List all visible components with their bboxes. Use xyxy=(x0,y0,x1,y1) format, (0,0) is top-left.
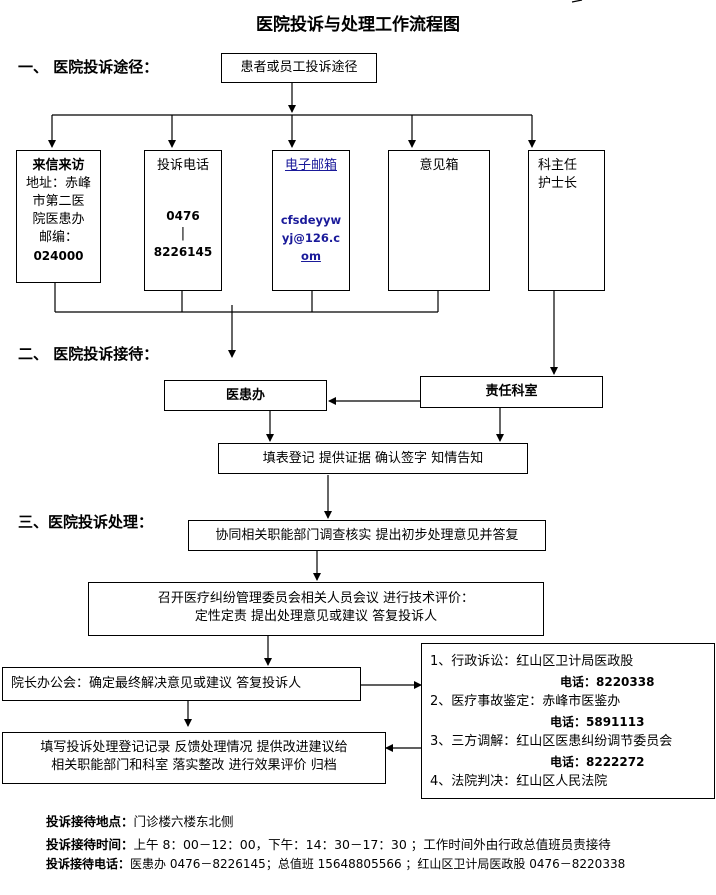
committee-meeting-line2: 定性定责 提出处理意见或建议 答复投诉人 xyxy=(194,609,438,624)
channel-head-line: 护士长 xyxy=(538,176,578,191)
section-heading-processing: 三、医院投诉处理： xyxy=(18,513,154,531)
investigate-box: 协同相关职能部门调查核实 提出初步处理意见并答复 xyxy=(188,520,546,551)
channel-email-title[interactable]: 电子邮箱 xyxy=(284,158,337,173)
channel-phone-number: 8226145 xyxy=(153,245,213,259)
register-label: 填表登记 提供证据 确认签字 知情告知 xyxy=(262,451,484,466)
responsible-department-label: 责任科室 xyxy=(485,384,538,399)
channel-head-line: 科主任 xyxy=(538,158,578,173)
record-line1: 填写投诉处理登记记录 反馈处理情况 提供改进建议给 xyxy=(40,740,348,755)
channel-email-address[interactable]: om xyxy=(301,249,321,263)
channel-letter-box: 来信来访 地址：赤峰 市第二医 院医患办 邮编： 024000 xyxy=(16,150,101,283)
footer-time: 投诉接待时间：上午 8：00－12：00，下午：14：30－17：30 ；工作时… xyxy=(46,834,611,853)
footer-phone: 投诉接待电话：医患办 0476－8226145；总值班 15648805566 … xyxy=(46,855,625,872)
record-box: 填写投诉处理登记记录 反馈处理情况 提供改进建议给 相关职能部门和科室 落实整改… xyxy=(2,732,386,784)
committee-meeting-box: 召开医疗纠纷管理委员会相关人员会议 进行技术评价： 定性定责 提出处理意见或建议… xyxy=(88,582,544,636)
page-title: 医院投诉与处理工作流程图 xyxy=(256,15,460,35)
footer-time-label: 投诉接待时间： xyxy=(46,837,134,852)
channel-phone-line: 0476 xyxy=(166,209,200,223)
channel-letter-postcode: 024000 xyxy=(33,249,84,263)
channel-phone-box: 投诉电话 0476 | 8226145 xyxy=(144,150,222,291)
footer-phone-value: 医患办 0476－8226145；总值班 15648805566 ；红山区卫计局… xyxy=(130,857,626,871)
investigate-label: 协同相关职能部门调查核实 提出初步处理意见并答复 xyxy=(215,528,519,543)
complaint-channels-label: 患者或员工投诉途径 xyxy=(240,60,358,75)
option-phone: 电话：8220338 xyxy=(560,675,655,689)
footer-place-label: 投诉接待地点： xyxy=(46,814,134,829)
resolution-options-box: 1、行政诉讼：红山区卫计局医政股 电话：8220338 2、医疗事故鉴定：赤峰市… xyxy=(421,643,715,799)
president-office-box: 院长办公会：确定最终解决意见或建议 答复投诉人 xyxy=(2,667,361,701)
president-office-label: 院长办公会：确定最终解决意见或建议 答复投诉人 xyxy=(11,676,302,691)
committee-meeting-line1: 召开医疗纠纷管理委员会相关人员会议 进行技术评价： xyxy=(157,591,475,606)
channel-email-address[interactable]: yj@126.c xyxy=(281,231,341,245)
channel-phone-line: | xyxy=(180,226,186,241)
channel-letter-line: 邮编： xyxy=(38,230,78,245)
yihuanban-box: 医患办 xyxy=(164,380,327,411)
footer-phone-label: 投诉接待电话： xyxy=(46,857,131,871)
footer-place-value: 门诊楼六楼东北侧 xyxy=(133,814,234,829)
channel-letter-line: 院医患办 xyxy=(32,212,85,227)
option-label: 3、三方调解：红山区医患纠纷调节委员会 xyxy=(430,734,673,749)
responsible-department-box: 责任科室 xyxy=(420,376,603,408)
channel-letter-line: 市第二医 xyxy=(32,194,85,209)
channel-email-box: 电子邮箱 cfsdeyyw yj@126.c om xyxy=(272,150,350,291)
section-heading-channels: 一、 医院投诉途径： xyxy=(18,58,159,76)
corner-stroke xyxy=(571,0,583,3)
footer-time-value: 上午 8：00－12：00，下午：14：30－17：30 ；工作时间外由行政总值… xyxy=(133,837,611,852)
complaint-channels-box: 患者或员工投诉途径 xyxy=(221,53,377,83)
channel-suggestion-box: 意见箱 xyxy=(388,150,490,291)
record-line2: 相关职能部门和科室 落实整改 进行效果评价 归档 xyxy=(51,758,337,773)
channel-email-address[interactable]: cfsdeyyw xyxy=(280,213,342,227)
option-phone: 电话：8222272 xyxy=(550,755,645,769)
channel-letter-line: 地址：赤峰 xyxy=(25,176,91,191)
channel-phone-title: 投诉电话 xyxy=(156,158,209,173)
channel-letter-title: 来信来访 xyxy=(32,158,85,173)
register-box: 填表登记 提供证据 确认签字 知情告知 xyxy=(218,443,528,474)
footer-place: 投诉接待地点：门诊楼六楼东北侧 xyxy=(46,811,234,830)
option-label: 4、法院判决：红山区人民法院 xyxy=(430,774,608,789)
section-heading-reception: 二、 医院投诉接待： xyxy=(18,345,159,363)
option-phone: 电话：5891113 xyxy=(550,715,645,729)
option-label: 2、医疗事故鉴定：赤峰市医鉴办 xyxy=(430,694,621,709)
yihuanban-label: 医患办 xyxy=(225,388,265,403)
channel-suggestion-title: 意见箱 xyxy=(419,158,459,173)
channel-head-box: 科主任 护士长 xyxy=(528,150,605,291)
option-label: 1、行政诉讼：红山区卫计局医政股 xyxy=(430,654,634,669)
